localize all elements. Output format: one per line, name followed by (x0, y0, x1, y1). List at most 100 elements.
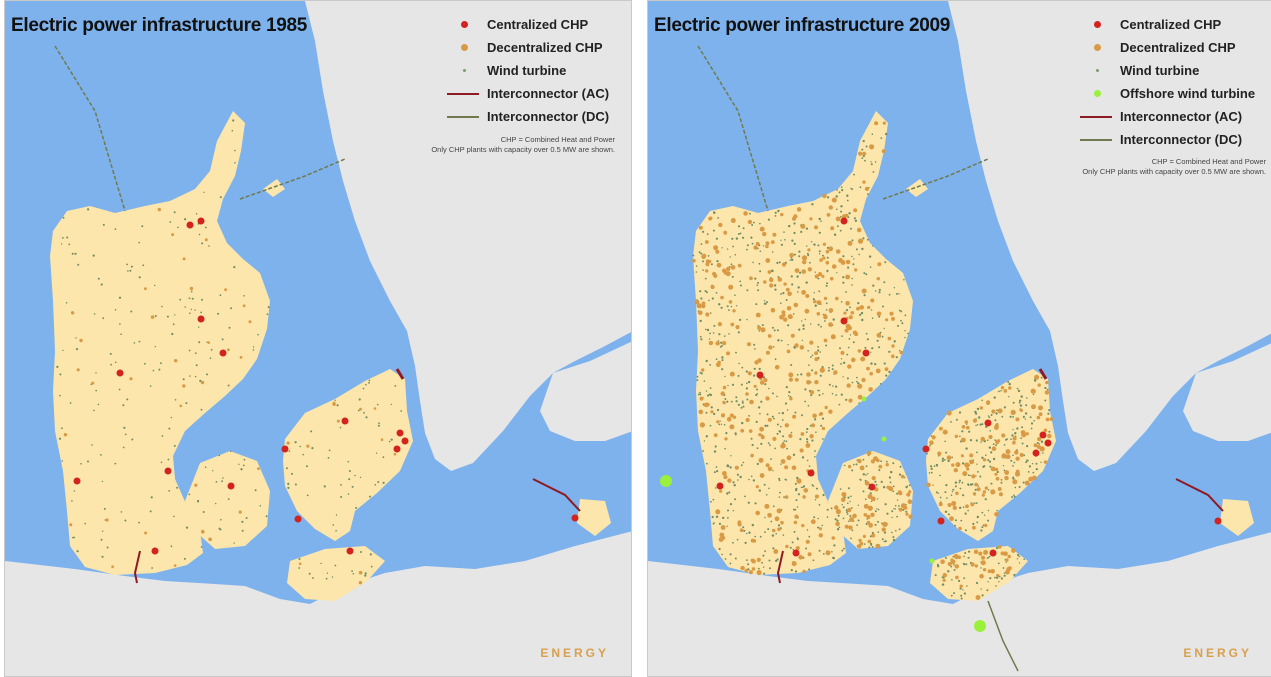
wind-turbine-marker (764, 302, 767, 305)
wind-turbine-marker (1022, 415, 1025, 418)
wind-turbine-marker (100, 454, 102, 456)
map-title: Electric power infrastructure 1985 (11, 15, 308, 36)
wind-turbine-marker (723, 424, 726, 426)
wind-turbine-marker (865, 498, 867, 501)
decentralized-chp-marker (813, 300, 817, 304)
wind-turbine-marker (238, 463, 240, 465)
wind-turbine-marker (972, 522, 975, 526)
decentralized-chp-marker (871, 533, 876, 538)
wind-turbine-marker (711, 515, 714, 519)
wind-turbine-marker (981, 511, 984, 514)
wind-turbine-marker (904, 330, 906, 332)
wind-turbine-marker (765, 494, 768, 496)
decentralized-chp-marker (1038, 412, 1043, 417)
wind-turbine-marker (900, 319, 902, 322)
wind-turbine-marker (130, 310, 133, 313)
wind-turbine-marker (898, 309, 901, 312)
wind-turbine-marker (179, 298, 182, 301)
wind-turbine-marker (149, 385, 152, 387)
decentralized-chp-marker (715, 341, 720, 346)
decentralized-chp-marker (713, 433, 718, 438)
wind-turbine-marker (234, 149, 236, 152)
wind-turbine-marker (772, 346, 775, 348)
wind-turbine-marker (188, 349, 191, 352)
wind-turbine-marker (839, 347, 841, 350)
wind-turbine-marker (992, 443, 995, 446)
wind-turbine-marker (959, 487, 962, 490)
wind-turbine-marker (797, 493, 800, 496)
decentralized-chp-marker (767, 512, 772, 518)
wind-turbine-marker (736, 538, 739, 541)
wind-turbine-marker (709, 387, 712, 389)
wind-turbine-marker (704, 277, 707, 280)
wind-turbine-marker (1002, 465, 1005, 467)
centralized-chp-marker (197, 315, 205, 323)
red-dot-icon (1078, 13, 1114, 36)
wind-turbine-marker (812, 559, 815, 562)
decentralized-chp-marker (976, 487, 981, 492)
wind-turbine-marker (951, 579, 953, 581)
offshore-wind-marker (861, 396, 867, 402)
wind-turbine-marker (744, 541, 747, 545)
wind-turbine-marker (745, 370, 748, 373)
wind-turbine-marker (780, 463, 782, 465)
lolland-falster (930, 546, 1028, 601)
wind-turbine-marker (983, 514, 986, 516)
wind-turbine-marker (766, 301, 768, 304)
wind-turbine-marker (365, 416, 368, 419)
decentralized-chp-marker (749, 276, 753, 281)
wind-turbine-marker (400, 410, 403, 412)
wind-turbine-marker (377, 424, 380, 427)
interconnector-ac-oresund (395, 368, 405, 380)
wind-turbine-marker (746, 382, 748, 385)
centralized-chp-marker (73, 477, 81, 485)
centralized-chp-marker (756, 371, 764, 379)
centralized-chp-marker (393, 445, 401, 453)
decentralized-chp-marker (781, 310, 786, 315)
decentralized-chp-marker (1020, 430, 1026, 435)
wind-turbine-marker (801, 414, 803, 417)
wind-turbine-marker (265, 515, 268, 518)
wind-turbine-marker (56, 365, 59, 368)
wind-turbine-marker (941, 583, 945, 586)
wind-turbine-marker (800, 230, 803, 233)
wind-turbine-marker (782, 534, 785, 536)
wind-turbine-marker (1025, 461, 1028, 464)
wind-turbine-marker (805, 281, 808, 284)
decentralized-chp-marker (771, 528, 776, 533)
wind-turbine-marker (802, 324, 805, 327)
wind-turbine-marker (847, 496, 850, 499)
wind-turbine-marker (707, 394, 710, 397)
wind-turbine-marker (754, 348, 756, 350)
decentralized-chp-marker (874, 121, 879, 126)
germany-landmass (5, 531, 631, 676)
wind-turbine-marker (881, 335, 884, 338)
decentralized-chp-marker (973, 549, 979, 554)
decentralized-chp-marker (862, 151, 867, 156)
wind-turbine-marker (759, 270, 762, 273)
wind-turbine-marker (721, 356, 724, 359)
wind-turbine-marker (896, 492, 899, 495)
wind-turbine-marker (737, 374, 740, 377)
wind-turbine-marker (709, 312, 712, 314)
wind-turbine-marker (87, 460, 89, 463)
wind-turbine-marker (715, 466, 718, 468)
decentralized-chp-marker (812, 413, 817, 419)
decentralized-chp-marker (749, 399, 754, 405)
wind-turbine-marker (61, 427, 63, 430)
decentralized-chp-marker (793, 302, 799, 308)
decentralized-chp-marker (709, 340, 713, 345)
decentralized-chp-marker (756, 557, 761, 563)
wind-turbine-marker (818, 504, 821, 506)
decentralized-chp-marker (825, 260, 830, 265)
wind-turbine-marker (805, 547, 808, 550)
wind-turbine-marker (806, 529, 809, 531)
wind-turbine-marker (891, 510, 894, 513)
wind-turbine-marker (935, 463, 939, 467)
wind-turbine-marker (746, 559, 748, 561)
decentralized-chp-marker (805, 443, 811, 448)
decentralized-chp-marker (858, 538, 862, 543)
decentralized-chp-marker (1001, 433, 1006, 438)
wind-turbine-marker (739, 475, 742, 479)
decentralized-chp-marker (863, 513, 868, 517)
